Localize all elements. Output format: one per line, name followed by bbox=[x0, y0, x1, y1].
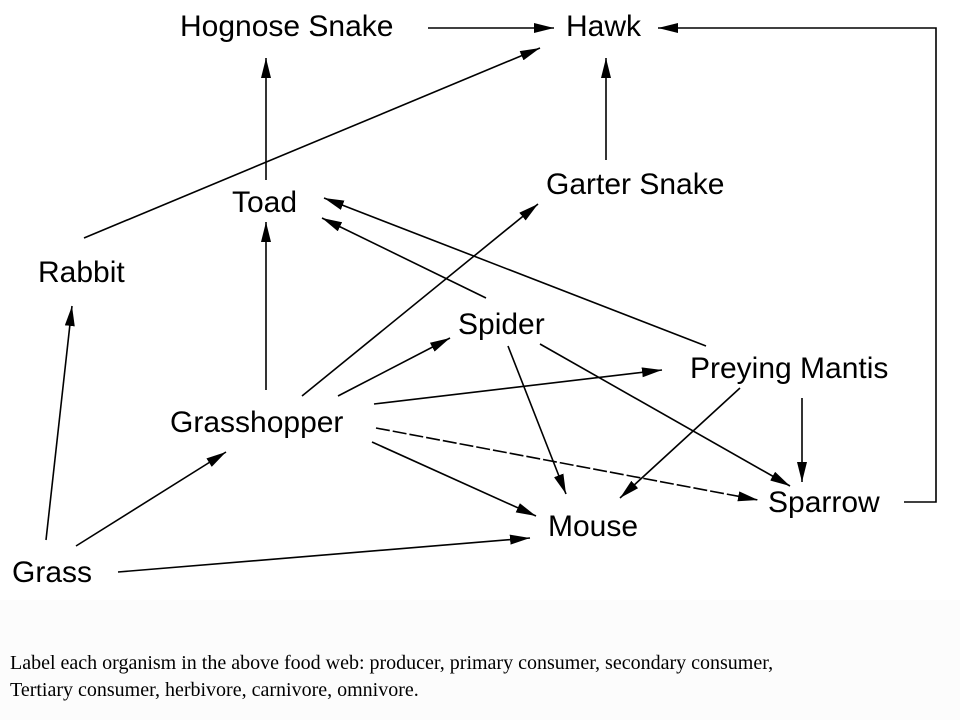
node-toad: Toad bbox=[232, 186, 297, 219]
node-grass: Grass bbox=[12, 556, 92, 589]
link-spider-mouse bbox=[507, 345, 567, 495]
link-rabbit-hawk bbox=[83, 47, 541, 239]
link-grass-grasshopper bbox=[75, 451, 227, 547]
link-mantis-mouse bbox=[619, 387, 741, 499]
node-mouse: Mouse bbox=[548, 510, 638, 543]
node-hognose-snake: Hognose Snake bbox=[180, 10, 394, 43]
node-rabbit: Rabbit bbox=[38, 256, 125, 289]
link-spider-toad bbox=[321, 217, 487, 299]
node-sparrow: Sparrow bbox=[768, 486, 880, 519]
link-grasshopper-garter bbox=[301, 203, 539, 397]
node-preying-mantis: Preying Mantis bbox=[690, 352, 888, 385]
node-garter-snake: Garter Snake bbox=[546, 168, 724, 201]
instruction-line-2: Tertiary consumer, herbivore, carnivore,… bbox=[10, 679, 419, 701]
link-grasshopper-mantis bbox=[373, 367, 663, 405]
link-spider-sparrow bbox=[539, 343, 791, 487]
node-hawk: Hawk bbox=[566, 10, 642, 43]
food-web-diagram: Hognose Snake Hawk Toad Garter Snake Rab… bbox=[12, 10, 937, 589]
link-grasshopper-mouse bbox=[371, 441, 537, 517]
link-mantis-toad bbox=[323, 197, 707, 347]
caption-box: Label each organism in the above food we… bbox=[0, 600, 960, 720]
node-grasshopper: Grasshopper bbox=[170, 406, 343, 439]
node-spider: Spider bbox=[458, 308, 545, 341]
link-grass-mouse bbox=[117, 534, 531, 573]
link-grasshopper-sparrow bbox=[375, 427, 759, 502]
link-grass-rabbit bbox=[45, 305, 75, 541]
food-web-links bbox=[45, 23, 937, 573]
food-web-organisms: Hognose Snake Hawk Toad Garter Snake Rab… bbox=[12, 10, 888, 589]
instruction-text: Label each organism in the above food we… bbox=[10, 650, 960, 704]
link-grasshopper-spider bbox=[337, 337, 451, 397]
instruction-line-1: Label each organism in the above food we… bbox=[10, 652, 774, 674]
link-sparrow-hawk bbox=[658, 23, 937, 503]
